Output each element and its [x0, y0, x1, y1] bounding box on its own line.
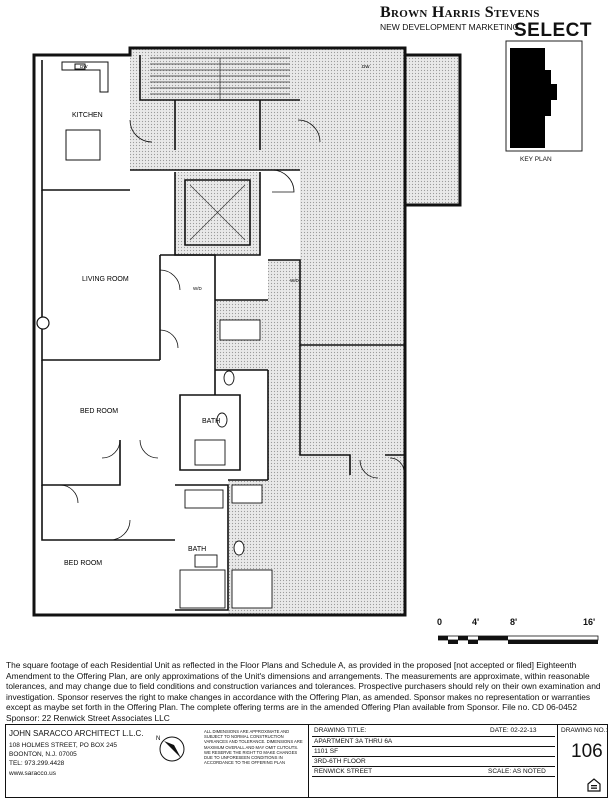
scale-label-4: 4' — [472, 617, 480, 627]
equal-housing-icon — [587, 778, 601, 792]
floor-plan-drawing: KITCHEN LIVING ROOM BED ROOM BED ROOM BA… — [32, 46, 462, 617]
room-label-bath-1: BATH — [202, 418, 220, 425]
door-swings — [59, 119, 405, 541]
room-label-kitchen: KITCHEN — [72, 112, 103, 119]
room-label-bed-room-1: BED ROOM — [80, 408, 118, 415]
architect-address2: BOONTON, N.J. 07005 — [9, 751, 77, 758]
column-marker — [36, 316, 50, 330]
architect-name: JOHN SARACCO ARCHITECT L.L.C. — [9, 729, 144, 738]
bath-fixtures — [179, 319, 273, 609]
title-block-rule-3 — [312, 756, 555, 757]
appliance-label-wd-2: W/D — [290, 278, 299, 283]
drawing-area: 1101 SF — [314, 748, 339, 755]
drawing-number: 106 — [571, 741, 603, 762]
drawing-title-label: DRAWING TITLE: — [314, 727, 367, 734]
appliance-label-dw-1: DW — [80, 64, 88, 69]
scale-label-16: 16' — [583, 617, 596, 627]
title-block-divider-1 — [308, 725, 309, 797]
scale-bar — [438, 635, 599, 644]
kitchen-counter — [61, 61, 109, 161]
room-label-living-room: LIVING ROOM — [82, 276, 129, 283]
title-block-rule-2 — [312, 746, 555, 747]
hatched-area — [130, 48, 460, 615]
drawing-scale: SCALE: AS NOTED — [488, 768, 546, 775]
title-block: JOHN SARACCO ARCHITECT L.L.C. 108 HOLMES… — [5, 724, 608, 798]
drawing-number-label: DRAWING NO.: — [561, 727, 608, 734]
architect-address1: 108 HOLMES STREET, PO BOX 245 — [9, 742, 118, 749]
drawing-apartment: APARTMENT 3A THRU 6A — [314, 738, 393, 745]
room-label-bath-2: BATH — [188, 546, 206, 553]
scale-label-8: 8' — [510, 617, 518, 627]
brand-product: SELECT — [514, 20, 592, 41]
disclaimer-text: The square footage of each Residential U… — [6, 660, 601, 723]
drawing-date: DATE: 02-22-13 — [490, 727, 537, 734]
key-plan-label: KEY PLAN — [520, 156, 552, 163]
dimension-notes: ALL DIMENSIONS ARE APPROXIMATE AND SUBJE… — [204, 729, 303, 766]
title-block-rule-4 — [312, 766, 555, 767]
stairs — [150, 57, 290, 100]
north-arrow-icon: N — [156, 736, 185, 762]
room-label-bed-room-2: BED ROOM — [64, 560, 102, 567]
architect-web: www.saracco.us — [9, 770, 56, 777]
scale-label-0: 0 — [437, 617, 443, 627]
drawing-floors: 3RD-6TH FLOOR — [314, 758, 366, 765]
elevator — [189, 184, 246, 241]
architect-tel: TEL: 973.299.4428 — [9, 760, 65, 767]
key-plan — [505, 40, 583, 152]
title-block-rule-5 — [312, 776, 555, 777]
north-label: N — [156, 736, 160, 742]
title-block-divider-2 — [557, 725, 558, 797]
interior-walls — [41, 55, 405, 611]
appliance-label-dw-2: DW — [362, 64, 370, 69]
drawing-street: RENWICK STREET — [314, 768, 373, 775]
outer-walls — [32, 46, 462, 617]
brand-division: NEW DEVELOPMENT MARKETING — [380, 22, 520, 32]
title-block-rule-1 — [312, 736, 555, 737]
appliance-label-wd-1: W/D — [193, 286, 202, 291]
brand-company: Brown Harris Stevens — [380, 4, 540, 21]
